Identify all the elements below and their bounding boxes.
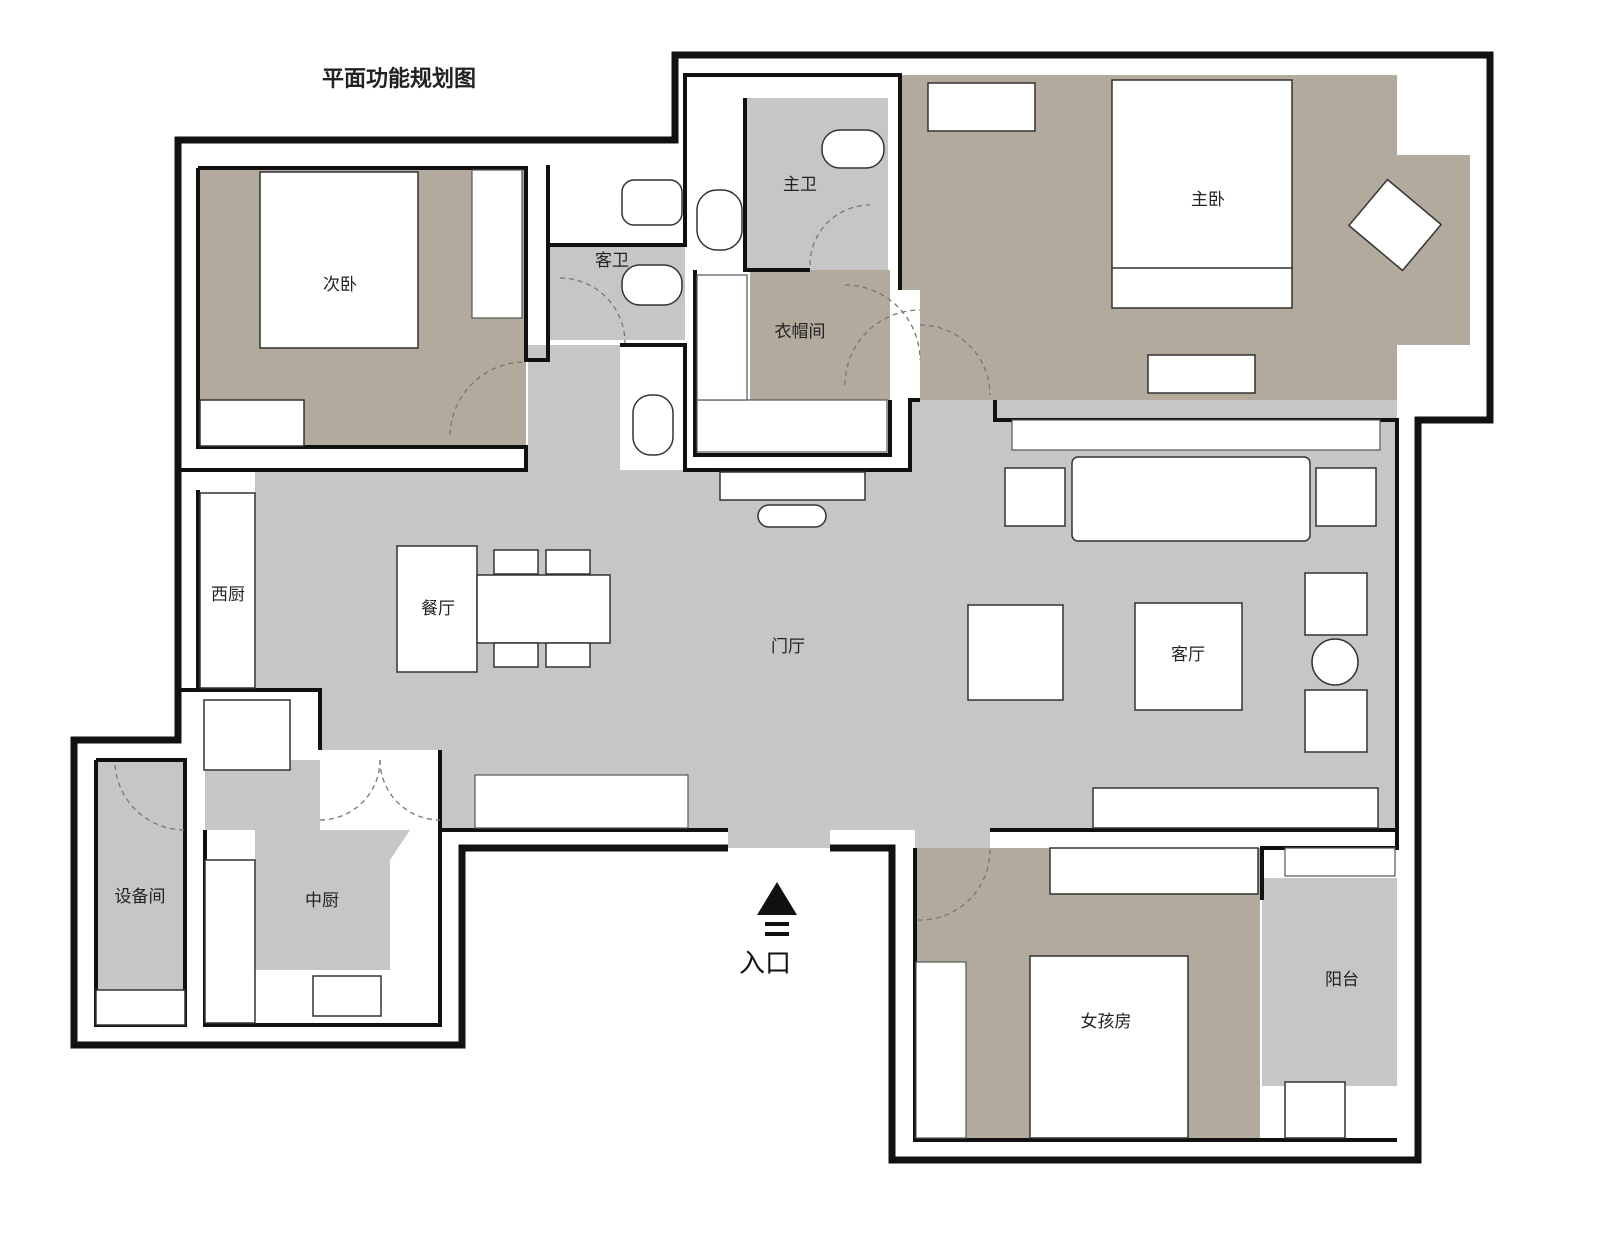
entrance-marker (757, 882, 797, 936)
inner-wall (198, 165, 550, 362)
coffee-table (1134, 602, 1243, 711)
tv-cabinet (1092, 787, 1379, 829)
label-chinese-kitchen: 中厨 (305, 891, 339, 911)
arrow-up-icon (757, 882, 797, 915)
inner-wall (620, 343, 920, 472)
living-cabinet (1011, 419, 1381, 451)
cloakroom-floor (750, 270, 890, 400)
inner-wall (438, 750, 728, 832)
door-swing (844, 284, 921, 361)
door-swing (114, 764, 186, 831)
label-balcony: 阳台 (1325, 970, 1359, 990)
chair (545, 549, 591, 575)
door-swing (379, 759, 441, 821)
label-dining: 餐厅 (421, 599, 455, 619)
doors (114, 204, 991, 921)
bed-second-bedroom (259, 171, 419, 349)
label-girls-room: 女孩房 (1081, 1012, 1132, 1032)
chair (1304, 689, 1368, 753)
armchair-master (1347, 178, 1443, 272)
door-swing (319, 759, 381, 821)
shoe-cabinet (719, 471, 866, 501)
label-foyer: 门厅 (771, 637, 805, 657)
door-swing (844, 309, 921, 386)
kitchen-floor (205, 760, 410, 970)
counter-western-kitchen (199, 492, 256, 689)
toilet-master (821, 129, 885, 169)
chair (1304, 572, 1368, 636)
chair (545, 642, 591, 668)
door-swing (919, 324, 991, 396)
sink-master (696, 189, 743, 251)
furniture (95, 79, 1443, 1139)
balcony-floor (1262, 878, 1397, 1086)
bed-bench (1111, 267, 1293, 309)
inner-wall (178, 168, 528, 472)
desk-master (927, 82, 1036, 132)
arrow-bar (765, 922, 789, 926)
wardrobe-second-bedroom (471, 169, 523, 319)
chair (493, 549, 539, 575)
inner-wall (178, 688, 322, 750)
tv-cabinet-master (1147, 354, 1256, 394)
label-living: 客厅 (1171, 645, 1205, 665)
wardrobe-girls-room (915, 961, 967, 1139)
cloakroom-cabinet (696, 399, 888, 453)
bed-master (1111, 79, 1293, 271)
label-master-bath: 主卫 (783, 175, 817, 195)
desk-second-bedroom (199, 399, 305, 447)
arrow-bar (765, 932, 789, 936)
chair (493, 642, 539, 668)
label-equipment-room: 设备间 (115, 887, 166, 907)
label-entrance: 入口 (739, 949, 791, 979)
label-guest-bath: 客卫 (595, 251, 629, 271)
inner-wall (548, 73, 902, 290)
outer-wall (70, 51, 1494, 1164)
door-swing (449, 361, 526, 436)
inner-wall (743, 98, 810, 272)
label-cloakroom: 衣帽间 (775, 322, 826, 342)
equipment-cabinet (95, 989, 186, 1026)
label-master-bedroom: 主卧 (1191, 190, 1225, 210)
storage-cabinet (474, 774, 689, 829)
inner-wall (693, 270, 892, 457)
stool (757, 504, 827, 528)
balcony-cabinet (1284, 847, 1396, 877)
label-western-kitchen: 西厨 (211, 585, 245, 605)
armchair (967, 604, 1064, 701)
squat-toilet (621, 179, 683, 226)
side-table (1315, 467, 1377, 527)
inner-wall (913, 848, 1397, 1142)
washing-machine (1284, 1081, 1346, 1139)
door-swing (809, 204, 871, 266)
desk-girls-room (1049, 847, 1259, 895)
sink-guest (632, 394, 674, 456)
equipment-room-floor (96, 760, 185, 990)
label-second-bedroom: 次卧 (323, 275, 357, 295)
fridge (203, 699, 291, 771)
kitchen-island (396, 545, 478, 673)
master-bath-floor (745, 98, 888, 270)
door-swing (917, 849, 991, 921)
cloakroom-cabinet-side (696, 274, 748, 401)
sofa (1071, 456, 1311, 542)
kitchen-counter (204, 859, 256, 1024)
stove (312, 975, 382, 1017)
toilet (621, 264, 683, 306)
plan-title: 平面功能规划图 (322, 66, 476, 92)
round-table (1311, 638, 1359, 686)
bed-girls-room (1029, 955, 1189, 1139)
inner-wall (990, 828, 1399, 900)
side-table (1004, 467, 1066, 527)
dining-table (476, 574, 611, 644)
door-swing (559, 277, 626, 344)
